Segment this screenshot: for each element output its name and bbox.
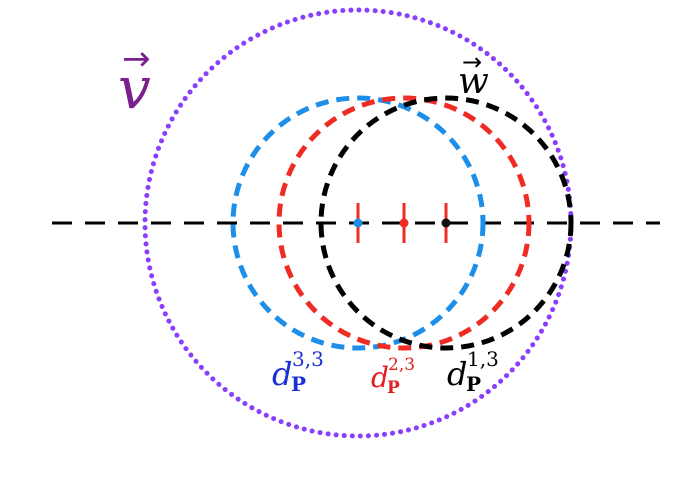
v-arrow: → [122, 39, 151, 79]
center-marker-d13 [441, 203, 451, 243]
w-letter: w [458, 61, 489, 102]
d33-base: d [272, 355, 292, 393]
d13-circle [318, 95, 574, 351]
d13-sup: 1,3 [467, 347, 499, 371]
center-marker-d33 [353, 203, 363, 243]
d23-base: d [371, 361, 389, 394]
d23-circle [276, 95, 532, 351]
center-marker-d23 [399, 203, 409, 243]
d13-sub: P [466, 372, 481, 396]
d23-sup: 2,3 [388, 355, 415, 375]
d33-circle [230, 95, 486, 351]
w-label: → w [458, 48, 489, 102]
d23-sub: P [387, 378, 400, 398]
w-arrow: → [462, 48, 482, 76]
d33-sub: P [291, 372, 306, 396]
d23-label: d 2,3 P [371, 355, 415, 398]
d33-label: d 3,3 P [272, 347, 324, 396]
d13-label: d 1,3 P [447, 347, 499, 396]
v-letter: v [118, 54, 151, 122]
d13-base: d [447, 355, 467, 393]
v-label: → v [118, 39, 151, 122]
d33-sup: 3,3 [292, 347, 324, 371]
